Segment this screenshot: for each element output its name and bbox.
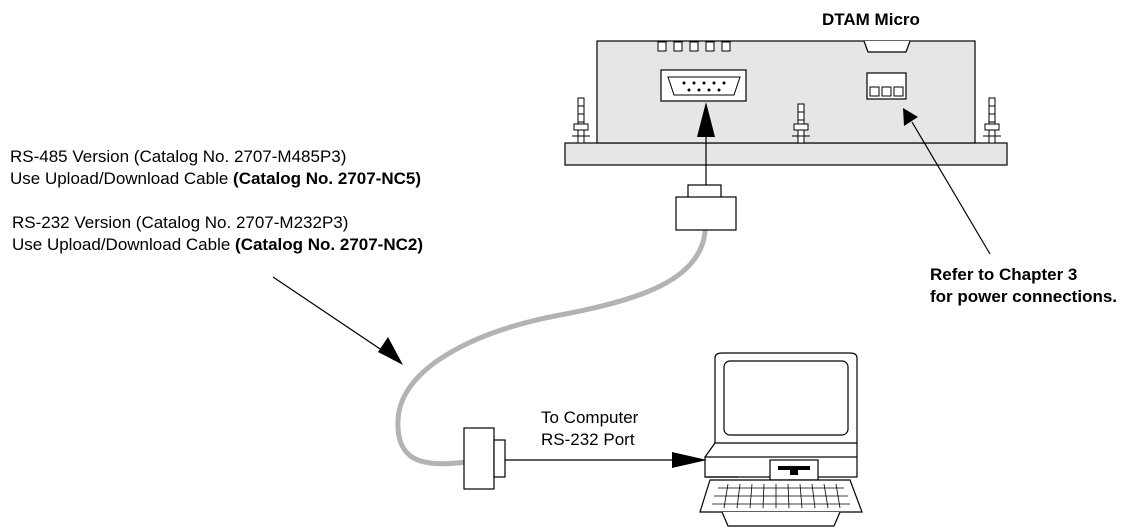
rs232-cable-catalog: (Catalog No. 2707-NC2) [235,235,424,254]
computer-icon [699,352,863,527]
rs485-version-label: RS-485 Version (Catalog No. 2707-M485P3) [10,147,347,166]
power-terminal-icon [866,72,907,100]
led-indicators [657,41,731,52]
cable-connector-top-icon [675,184,737,231]
device-title: DTAM Micro [822,10,920,29]
power-note-line2: for power connections. [930,287,1118,306]
mounting-stud-center [792,103,810,144]
db9-connector-icon [660,69,747,102]
power-note-line1: Refer to Chapter 3 [930,265,1078,284]
rs485-cable-prefix: Use Upload/Download Cable [10,169,234,188]
rs232-cable-label: Use Upload/Download Cable (Catalog No. 2… [12,234,423,255]
computer-port-label-line2: RS-232 Port [541,430,635,449]
rs232-cable-prefix: Use Upload/Download Cable [12,235,236,254]
rs485-cable-catalog: (Catalog No. 2707-NC5) [233,169,422,188]
rs232-pointer-arrow [272,276,403,365]
dtam-micro-device-icon [564,40,1008,166]
mounting-stud-left [572,97,590,144]
computer-port-arrow [505,452,707,468]
computer-port-label-line1: To Computer [541,408,639,427]
mounting-stud-right [983,97,1001,144]
upload-download-cable [395,229,708,467]
rs485-cable-label: Use Upload/Download Cable (Catalog No. 2… [10,168,421,189]
connector-arrow [697,102,715,185]
rs232-version-label: RS-232 Version (Catalog No. 2707-M232P3) [12,213,349,232]
cable-connector-bottom-icon [463,427,506,490]
power-pointer-arrow [903,108,991,255]
